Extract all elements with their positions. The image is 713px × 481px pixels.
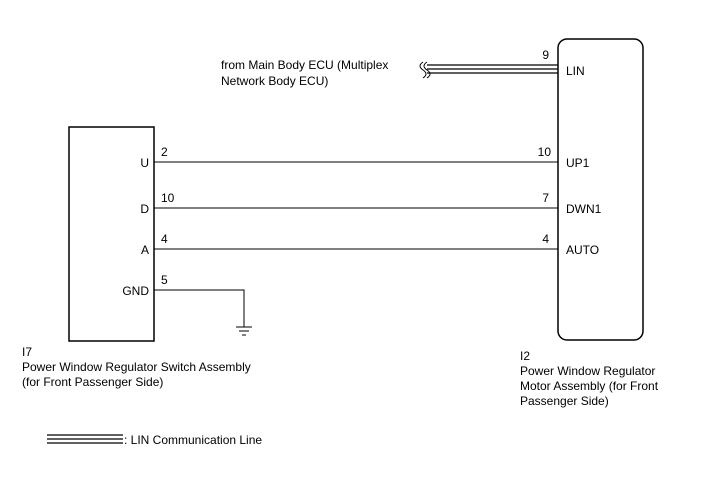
motor-assembly-name-line3: Passenger Side): [520, 394, 609, 408]
legend-lin-line-icon: [47, 434, 123, 444]
legend-label: : LIN Communication Line: [124, 433, 262, 447]
motor-pin-lin: 9: [542, 48, 549, 62]
wire-gnd: [154, 289, 245, 327]
switch-assembly-name-line1: Power Window Regulator Switch Assembly: [22, 360, 251, 374]
lin-communication-line: [419, 61, 558, 79]
terminal-label-d: D: [140, 202, 149, 216]
wire-break-mark: [423, 61, 431, 79]
external-source-line1: from Main Body ECU (Multiplex: [221, 58, 388, 72]
terminal-label-u: U: [140, 156, 149, 170]
switch-pin-d: 10: [161, 191, 175, 205]
motor-pin-up1: 10: [538, 145, 552, 159]
switch-pin-a: 4: [161, 232, 168, 246]
motor-assembly-box: [557, 38, 644, 341]
terminal-label-auto: AUTO: [566, 243, 599, 257]
switch-assembly-name-line2: (for Front Passenger Side): [22, 375, 163, 389]
motor-pin-auto: 4: [542, 232, 549, 246]
switch-pin-gnd: 5: [161, 273, 168, 287]
switch-assembly-box: [68, 126, 155, 342]
ground-icon: [236, 326, 252, 336]
terminal-label-gnd: GND: [122, 284, 149, 298]
switch-assembly-code: I7: [22, 345, 32, 359]
motor-assembly-code: I2: [520, 349, 530, 363]
external-source-line2: Network Body ECU): [221, 74, 328, 88]
switch-pin-u: 2: [161, 145, 168, 159]
terminal-label-a: A: [141, 243, 149, 257]
terminal-label-dwn1: DWN1: [566, 202, 602, 216]
terminal-label-up1: UP1: [566, 156, 590, 170]
motor-assembly-name-line2: Motor Assembly (for Front: [520, 379, 659, 393]
terminal-label-lin: LIN: [566, 64, 585, 78]
motor-assembly-name-line1: Power Window Regulator: [520, 364, 655, 378]
motor-pin-dwn1: 7: [542, 191, 549, 205]
